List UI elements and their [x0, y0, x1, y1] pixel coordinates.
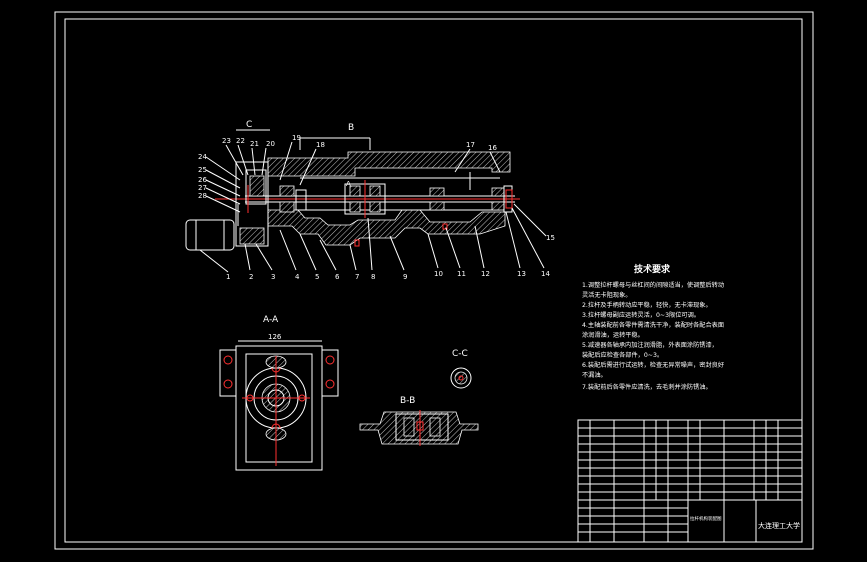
part-number: 1 — [226, 273, 230, 281]
part-number: 5 — [315, 273, 319, 281]
section-view-cc: C-C — [450, 349, 472, 389]
part-number: 13 — [517, 270, 526, 278]
part-number: 28 — [198, 192, 207, 200]
part-number: 22 — [236, 137, 245, 145]
tech-requirement-line: 装配后应检查各部件，0~3。 — [582, 351, 663, 359]
section-view-aa: A-A 126 — [219, 315, 339, 471]
tech-requirement-line: 灵活无卡阻现象。 — [582, 291, 632, 299]
part-number: 23 — [222, 137, 231, 145]
tech-requirement-line: 5.减速器各轴承内加注润滑脂，外表面涂防锈漆， — [582, 341, 718, 349]
part-number: 17 — [466, 141, 475, 149]
tech-requirement-line: 3.拉杆螺母副应运转灵活，0~3限位可调。 — [582, 311, 700, 319]
tech-requirement-line: 6.装配后需进行试运转，检查无异常噪声，密封良好 — [582, 361, 724, 369]
tech-requirement-line: 1.调整拉杆螺母与丝杠间的间隙适当，使调整后转动 — [582, 281, 724, 289]
part-number: 10 — [434, 270, 443, 278]
inner-border — [64, 18, 803, 543]
part-number: 3 — [271, 273, 275, 281]
part-number: 16 — [488, 144, 497, 152]
aa-title: A-A — [263, 315, 279, 325]
outer-border — [54, 11, 814, 550]
main-assembly-view: C B A 23 22 21 20 19 18 17 16 24 25 26 2… — [185, 120, 555, 281]
motor-body — [185, 219, 235, 251]
title-block: 拉杆机构装配图 大连理工大学 — [577, 419, 803, 543]
part-number: 9 — [403, 273, 407, 281]
part-number: 4 — [295, 273, 300, 281]
part-number: 8 — [371, 273, 375, 281]
drawing-name: 拉杆机构装配图 — [690, 515, 722, 522]
bb-title: B-B — [400, 396, 415, 406]
part-number: 21 — [250, 140, 259, 148]
tech-requirement-line: 不漏油。 — [582, 371, 607, 379]
part-number: 19 — [292, 134, 301, 142]
section-a-label: A — [346, 180, 351, 188]
tech-requirement-line: 7.装配前后各零件应清洗，去毛刺并涂防锈油。 — [582, 383, 712, 391]
section-b-label: B — [348, 123, 354, 133]
part-number: 27 — [198, 184, 207, 192]
tech-requirement-line: 涂润滑油，运转平稳。 — [582, 331, 644, 339]
tech-requirements-title: 技术要求 — [634, 263, 671, 275]
technical-requirements: 技术要求 1.调整拉杆螺母与丝杠间的间隙适当，使调整后转动 灵活无卡阻现象。 2… — [582, 263, 724, 391]
part-number: 2 — [249, 273, 253, 281]
part-number: 20 — [266, 140, 275, 148]
school-name: 大连理工大学 — [758, 521, 800, 530]
part-number: 15 — [546, 234, 555, 242]
part-number: 24 — [198, 153, 207, 161]
part-number: 7 — [355, 273, 359, 281]
part-number: 12 — [481, 270, 490, 278]
part-number: 26 — [198, 176, 207, 184]
part-number: 14 — [541, 270, 550, 278]
cc-title: C-C — [452, 349, 468, 359]
tech-requirement-line: 2.拉杆及手柄转动应平稳，轻快，无卡滞现象。 — [582, 301, 712, 309]
section-view-bb: B-B — [359, 396, 479, 446]
part-number: 11 — [457, 270, 466, 278]
tech-requirement-line: 4.主轴装配前各零件需清洗干净，装配时各配合表面 — [582, 321, 724, 329]
part-number: 6 — [335, 273, 340, 281]
section-c-label: C — [246, 120, 252, 130]
part-number: 25 — [198, 166, 207, 174]
aa-dimension: 126 — [268, 333, 282, 341]
part-number: 18 — [316, 141, 325, 149]
